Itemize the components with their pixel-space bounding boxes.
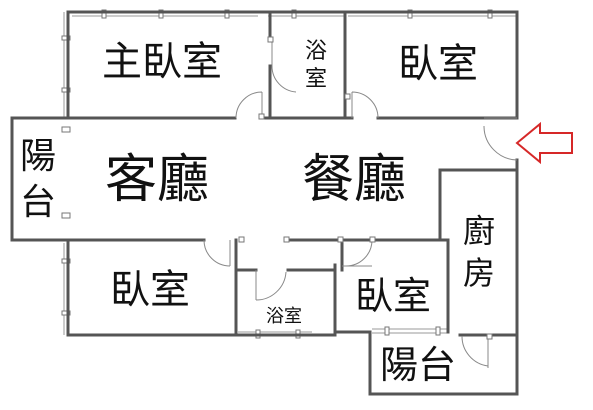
door-master bbox=[235, 91, 263, 119]
label-balcony-left-1: 陽 bbox=[20, 136, 57, 177]
label-dining-room: 餐廳 bbox=[302, 150, 407, 210]
label-balcony-left: 陽 台 bbox=[20, 134, 56, 226]
wall-balcony-left bbox=[10, 116, 70, 242]
door-balcony-bottom bbox=[461, 335, 489, 368]
walls bbox=[10, 10, 519, 396]
label-bath-top-2: 室 bbox=[305, 67, 328, 92]
window-ticks bbox=[61, 9, 493, 339]
doors bbox=[203, 40, 518, 368]
door-bath-bottom bbox=[255, 270, 287, 301]
entrance-arrow-icon bbox=[515, 121, 573, 165]
door-bedroom-mid bbox=[342, 239, 373, 267]
door-bath-top bbox=[271, 40, 297, 93]
label-balcony-left-2: 台 bbox=[20, 182, 57, 223]
door-entrance bbox=[483, 117, 518, 161]
door-bedroom-tr bbox=[351, 91, 379, 119]
label-bedroom-bottom-mid: 臥室 bbox=[355, 274, 432, 318]
label-bedroom-top-right: 臥室 bbox=[398, 41, 478, 87]
label-bath-top: 浴 室 bbox=[305, 38, 327, 94]
door-bedroom-bl bbox=[203, 239, 231, 267]
label-kitchen-1: 廚 bbox=[463, 212, 496, 250]
label-living-room: 客廳 bbox=[105, 150, 210, 210]
label-kitchen-2: 房 bbox=[463, 254, 496, 292]
label-bedroom-bottom-left: 臥室 bbox=[110, 267, 190, 313]
label-bath-bottom: 浴室 bbox=[266, 306, 302, 327]
label-master-bedroom: 主臥室 bbox=[102, 39, 222, 85]
door-pivots bbox=[238, 36, 493, 340]
label-bath-top-1: 浴 bbox=[305, 39, 328, 64]
label-kitchen: 廚 房 bbox=[463, 210, 495, 294]
label-balcony-bottom: 陽台 bbox=[380, 343, 457, 387]
